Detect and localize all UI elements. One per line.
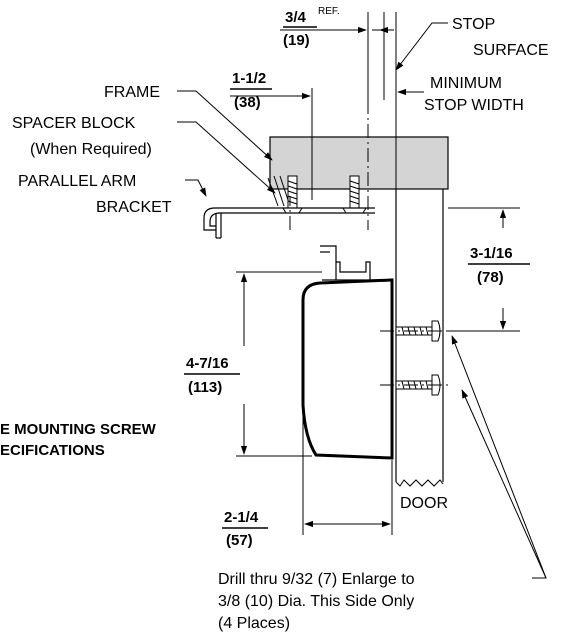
drill-note-line3: (4 Places) xyxy=(218,615,290,632)
screw-spec-line2: ECIFICATIONS xyxy=(0,442,105,459)
min-stop-line1: MINIMUM xyxy=(430,75,502,92)
min-stop-line2: STOP WIDTH xyxy=(424,97,524,114)
frame-label: FRAME xyxy=(104,84,160,101)
stop-surface-leader xyxy=(395,22,448,71)
spacer-leader xyxy=(177,121,276,194)
drill-note-line1: Drill thru 9/32 (7) Enlarge to xyxy=(218,571,415,588)
pa-bracket-line1: PARALLEL ARM xyxy=(18,173,136,190)
pa-bracket-leader xyxy=(185,179,207,197)
dim-ref-mm: (19) xyxy=(283,32,310,49)
dim-2-1-4 xyxy=(302,410,393,535)
dim-4-7-16-value: 4-7/16 xyxy=(186,355,229,372)
pa-bracket-line2: BRACKET xyxy=(96,199,172,216)
parallel-arm-bracket xyxy=(203,207,375,239)
stop-surface-line2: SURFACE xyxy=(473,42,549,59)
screw-spec-line1: E MOUNTING SCREW xyxy=(0,421,157,438)
drill-note-line2: 3/8 (10) Dia. This Side Only xyxy=(218,593,414,610)
closer-arm-shaft xyxy=(320,245,392,281)
dim-ref-value: 3/4 xyxy=(285,9,307,26)
dim-1-1-2-value: 1-1/2 xyxy=(232,70,266,87)
spacer-label-line2: (When Required) xyxy=(30,141,152,158)
dim-4-7-16-mm: (113) xyxy=(188,379,222,396)
dim-1-1-2-mm: (38) xyxy=(234,94,261,111)
door-closer-body xyxy=(301,278,394,460)
dim-min-stop-width xyxy=(395,12,424,189)
stop-surface-line1: STOP xyxy=(452,16,495,33)
dim-4-7-16 xyxy=(236,271,322,457)
dim-1-1-2 xyxy=(230,88,313,200)
dim-ref-suffix: REF. xyxy=(318,6,340,17)
spacer-label-line1: SPACER BLOCK xyxy=(12,115,136,132)
dim-3-1-16-mm: (78) xyxy=(477,269,504,286)
dim-3-4-ref xyxy=(280,12,394,100)
frame-leader xyxy=(177,90,273,161)
dim-2-1-4-value: 2-1/4 xyxy=(224,509,259,526)
dim-3-1-16 xyxy=(448,207,520,332)
fraction-rules xyxy=(184,26,530,529)
center-lines xyxy=(289,100,450,386)
drill-leader xyxy=(451,335,547,579)
dim-2-1-4-mm: (57) xyxy=(226,532,253,549)
dim-3-1-16-value: 3-1/16 xyxy=(470,245,513,262)
door-label: DOOR xyxy=(400,495,448,512)
